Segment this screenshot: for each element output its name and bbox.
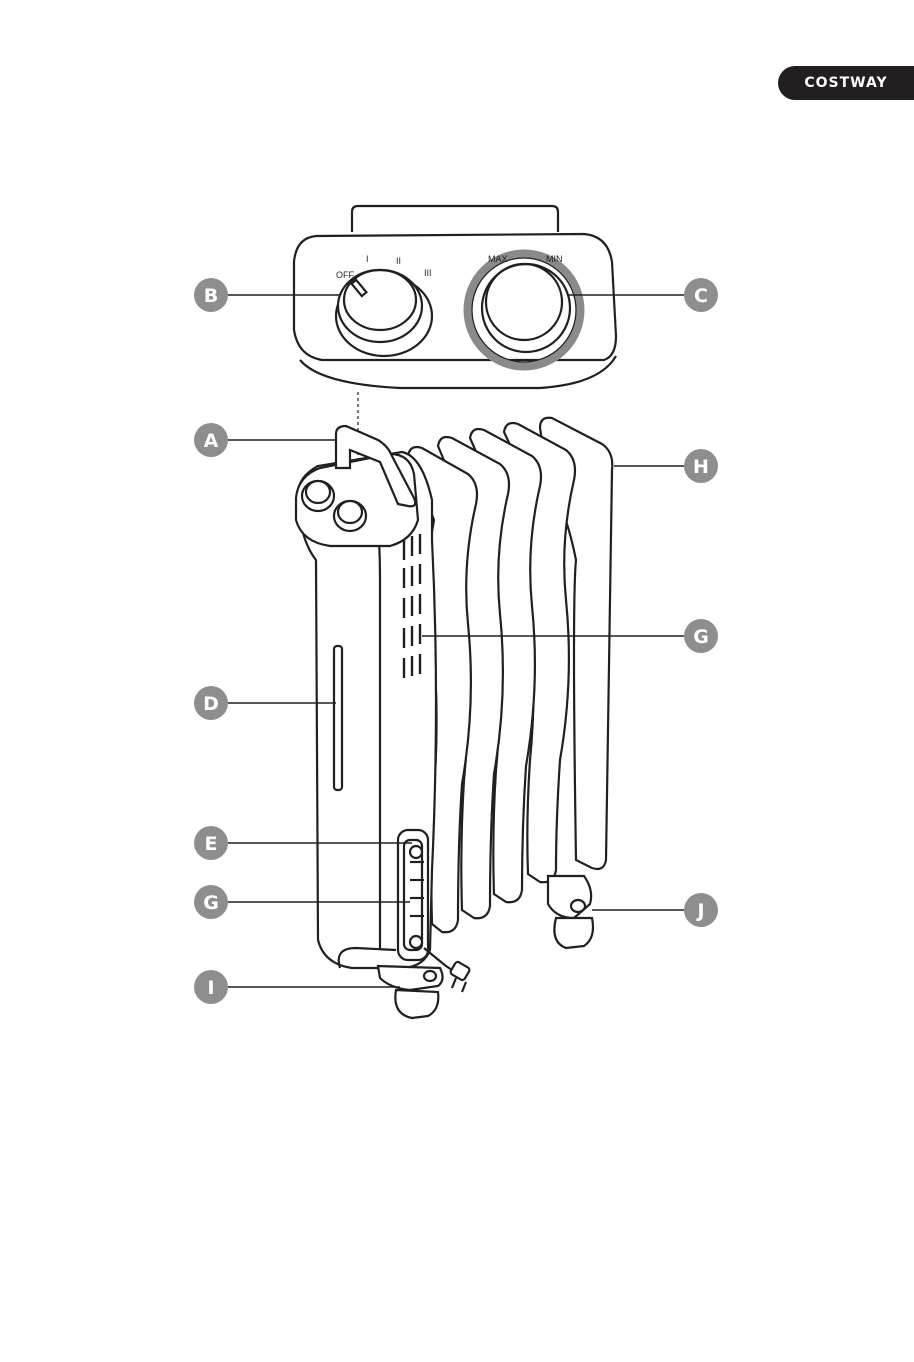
svg-text:E: E bbox=[205, 833, 218, 855]
heater-fins bbox=[408, 418, 612, 933]
label-d: D bbox=[194, 686, 228, 720]
label-h: H bbox=[684, 449, 718, 483]
svg-text:C: C bbox=[694, 285, 708, 307]
label-i: I bbox=[194, 970, 228, 1004]
dial-c-thermostat bbox=[468, 254, 580, 366]
dial-b-two-mark: II bbox=[396, 256, 401, 266]
dial-c-min-mark: MIN bbox=[546, 254, 563, 264]
label-a: A bbox=[194, 423, 228, 457]
label-j: J bbox=[684, 893, 718, 927]
label-e: E bbox=[194, 826, 228, 860]
label-b: B bbox=[194, 278, 228, 312]
svg-text:A: A bbox=[204, 430, 219, 452]
rear-foot-wheel bbox=[548, 876, 593, 948]
side-slot bbox=[334, 646, 342, 790]
oil-heater bbox=[296, 418, 612, 1018]
label-g-upper: G bbox=[684, 619, 718, 653]
control-panel bbox=[294, 206, 616, 388]
cord-wrap bbox=[398, 830, 428, 960]
dial-b-one-mark: I bbox=[366, 254, 369, 264]
svg-text:J: J bbox=[695, 900, 704, 922]
svg-text:G: G bbox=[693, 626, 709, 648]
front-foot-wheel bbox=[378, 966, 443, 1018]
label-c: C bbox=[684, 278, 718, 312]
svg-text:H: H bbox=[693, 456, 709, 478]
label-g-lower: G bbox=[194, 885, 228, 919]
dial-b-off-mark: OFF bbox=[336, 270, 354, 280]
dial-b-three-mark: III bbox=[424, 268, 432, 278]
svg-text:B: B bbox=[204, 285, 218, 307]
dial-c-max-mark: MAX bbox=[488, 254, 508, 264]
svg-text:D: D bbox=[203, 693, 219, 715]
plug-icon bbox=[450, 961, 471, 992]
svg-text:G: G bbox=[203, 892, 219, 914]
svg-text:I: I bbox=[207, 977, 214, 999]
